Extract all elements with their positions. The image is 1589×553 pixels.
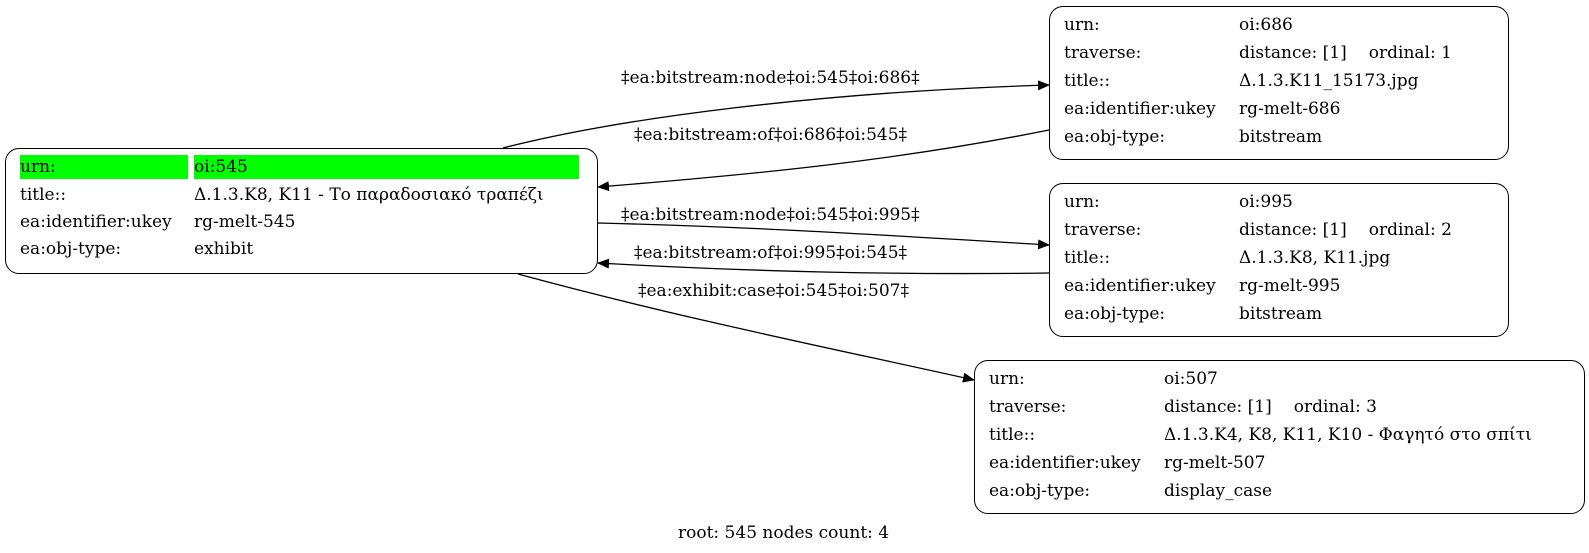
- field-key: urn:: [1064, 192, 1100, 212]
- field-value: rg-melt-995: [1239, 276, 1341, 296]
- graph-footer: root: 545 nodes count: 4: [678, 523, 890, 543]
- distance-value: distance: [1]: [1239, 43, 1347, 63]
- field-key: title::: [989, 425, 1036, 445]
- field-value: oi:545: [194, 157, 248, 177]
- node-oi-995: urn: oi:995 traverse: distance: [1] ordin…: [1049, 183, 1509, 337]
- node-oi-507: urn: oi:507 traverse: distance: [1] ordin…: [974, 360, 1585, 514]
- field-key: urn:: [20, 157, 56, 177]
- field-value: rg-melt-545: [194, 212, 296, 232]
- ordinal-value: ordinal: 3: [1293, 397, 1377, 417]
- field-value: distance: [1] ordinal: 3: [1164, 395, 1377, 419]
- edge-label: ‡ea:bitstream:node‡oi:545‡oi:686‡: [621, 68, 920, 88]
- field-value: exhibit: [194, 239, 254, 259]
- edge-label: ‡ea:exhibit:case‡oi:545‡oi:507‡: [638, 281, 909, 301]
- distance-value: distance: [1]: [1239, 220, 1347, 240]
- field-key: traverse:: [1064, 220, 1142, 240]
- field-key: ea:identifier:ukey: [1064, 99, 1216, 119]
- ordinal-value: ordinal: 2: [1368, 220, 1452, 240]
- field-value: oi:686: [1239, 15, 1293, 35]
- field-value: oi:995: [1239, 192, 1293, 212]
- edge-995-to-545: [597, 258, 1050, 275]
- edge-545-to-995: [597, 222, 1050, 250]
- edge-label: ‡ea:bitstream:of‡oi:686‡oi:545‡: [634, 125, 908, 145]
- root-urn-value: oi:545: [194, 155, 579, 179]
- field-value: distance: [1] ordinal: 2: [1239, 218, 1452, 242]
- distance-value: distance: [1]: [1164, 397, 1272, 417]
- field-key: ea:identifier:ukey: [989, 453, 1141, 473]
- field-key: ea:obj-type:: [1064, 304, 1166, 324]
- field-value: distance: [1] ordinal: 1: [1239, 41, 1452, 65]
- field-value: Δ.1.3.K8, K11 - Το παραδοσιακό τραπέζι: [194, 185, 544, 205]
- field-key: ea:obj-type:: [20, 239, 122, 259]
- field-key: traverse:: [1064, 43, 1142, 63]
- edge-label: ‡ea:bitstream:of‡oi:995‡oi:545‡: [634, 243, 908, 263]
- field-value: bitstream: [1239, 304, 1323, 324]
- field-value: bitstream: [1239, 127, 1323, 147]
- field-value: display_case: [1164, 481, 1273, 501]
- field-key: ea:obj-type:: [1064, 127, 1166, 147]
- field-key: title::: [1064, 71, 1111, 91]
- field-key: urn:: [989, 369, 1025, 389]
- field-key: title::: [1064, 248, 1111, 268]
- field-key: title::: [20, 185, 67, 205]
- field-value: Δ.1.3.K4, K8, K11, K10 - Φαγητό στο σπίτ…: [1164, 425, 1532, 445]
- field-key: urn:: [1064, 15, 1100, 35]
- node-oi-686: urn: oi:686 traverse: distance: [1] ordin…: [1049, 6, 1509, 160]
- edge-label: ‡ea:bitstream:node‡oi:545‡oi:995‡: [621, 205, 920, 225]
- edge-545-to-686: [502, 80, 1050, 149]
- edge-686-to-545: [597, 129, 1050, 192]
- field-value: Δ.1.3.K11_15173.jpg: [1239, 71, 1419, 91]
- field-value: oi:507: [1164, 369, 1218, 389]
- field-key: ea:identifier:ukey: [20, 212, 172, 232]
- field-value: Δ.1.3.K8, K11.jpg: [1239, 248, 1391, 268]
- field-key: ea:identifier:ukey: [1064, 276, 1216, 296]
- root-urn-row: urn:: [20, 155, 188, 179]
- root-node: urn: oi:545 title:: Δ.1.3.K8, K11 - Το π…: [5, 148, 598, 274]
- field-key: ea:obj-type:: [989, 481, 1091, 501]
- edge-545-to-507: [517, 273, 975, 383]
- field-value: rg-melt-507: [1164, 453, 1266, 473]
- field-key: traverse:: [989, 397, 1067, 417]
- field-value: rg-melt-686: [1239, 99, 1341, 119]
- ordinal-value: ordinal: 1: [1368, 43, 1452, 63]
